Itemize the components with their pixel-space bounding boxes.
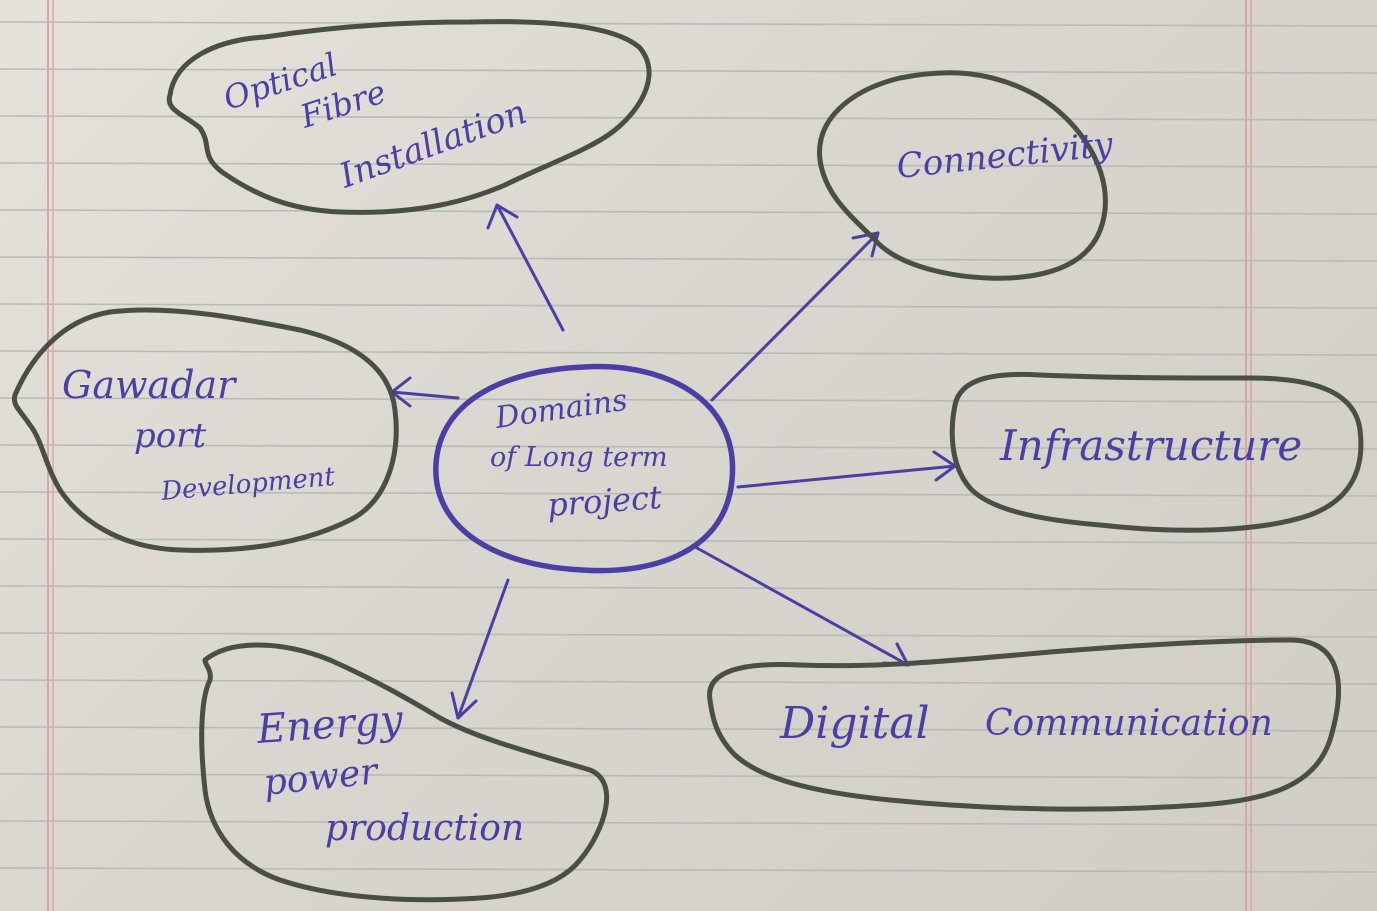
rule-line (0, 538, 1377, 544)
rule-line (0, 632, 1377, 638)
rule-line (0, 303, 1377, 309)
connector-energy (450, 578, 510, 720)
connector-gawadar (390, 376, 460, 408)
node-gawadar: Gawadar port Development (11, 307, 399, 553)
rule-line (0, 867, 1377, 873)
cloud-outline-optical-fibre (166, 19, 652, 215)
node-digital-communication: Digital Communication (707, 637, 1341, 812)
energy-line-2: power (262, 751, 381, 804)
cloud-outline-energy (199, 642, 610, 903)
rule-line (0, 209, 1377, 215)
ruled-lines (0, 21, 1377, 873)
rule-line (0, 773, 1377, 779)
connector-digital-communication (695, 546, 910, 667)
center-ellipse (433, 363, 736, 574)
rule-line (0, 679, 1377, 685)
rule-line (0, 21, 1377, 27)
cloud-outline-infrastructure (949, 371, 1364, 533)
center-label-line-2: of Long term (490, 442, 668, 473)
gawadar-line-3: Development (159, 462, 337, 507)
rule-line (0, 726, 1377, 732)
gawadar-line-2: port (134, 416, 206, 456)
rule-line (0, 115, 1377, 121)
cloud-outline-digital-communication (707, 637, 1341, 812)
node-optical-fibre: Optical Fibre Installation (166, 19, 652, 215)
rule-line (0, 350, 1377, 356)
rule-line (0, 162, 1377, 168)
rule-line (0, 444, 1377, 450)
energy-line-1: Energy (254, 697, 405, 753)
infrastructure-label: Infrastructure (999, 421, 1302, 470)
node-energy: Energy power production (199, 642, 610, 903)
center-node: Domains of Long term project (433, 363, 736, 574)
connector-connectivity (710, 231, 880, 402)
rule-line (0, 256, 1377, 262)
connector-infrastructure (736, 450, 957, 489)
rule-line (0, 585, 1377, 591)
gawadar-line-1: Gawadar (62, 363, 238, 407)
connector-optical-fibre (486, 203, 565, 332)
energy-line-3: production (325, 808, 524, 849)
rule-line (0, 397, 1377, 403)
rule-line (0, 68, 1377, 74)
node-infrastructure: Infrastructure (949, 371, 1364, 533)
cloud-outline-connectivity (817, 70, 1108, 281)
center-label-line-1: Domains (492, 383, 629, 436)
digital-communication-line-1: Digital (779, 698, 930, 749)
cloud-outline-gawadar (11, 307, 399, 553)
center-label-line-3: project (546, 478, 663, 524)
connectivity-label: Connectivity (895, 124, 1116, 187)
digital-communication-line-2: Communication (985, 703, 1273, 744)
rule-line (0, 820, 1377, 826)
rule-line (0, 491, 1377, 497)
